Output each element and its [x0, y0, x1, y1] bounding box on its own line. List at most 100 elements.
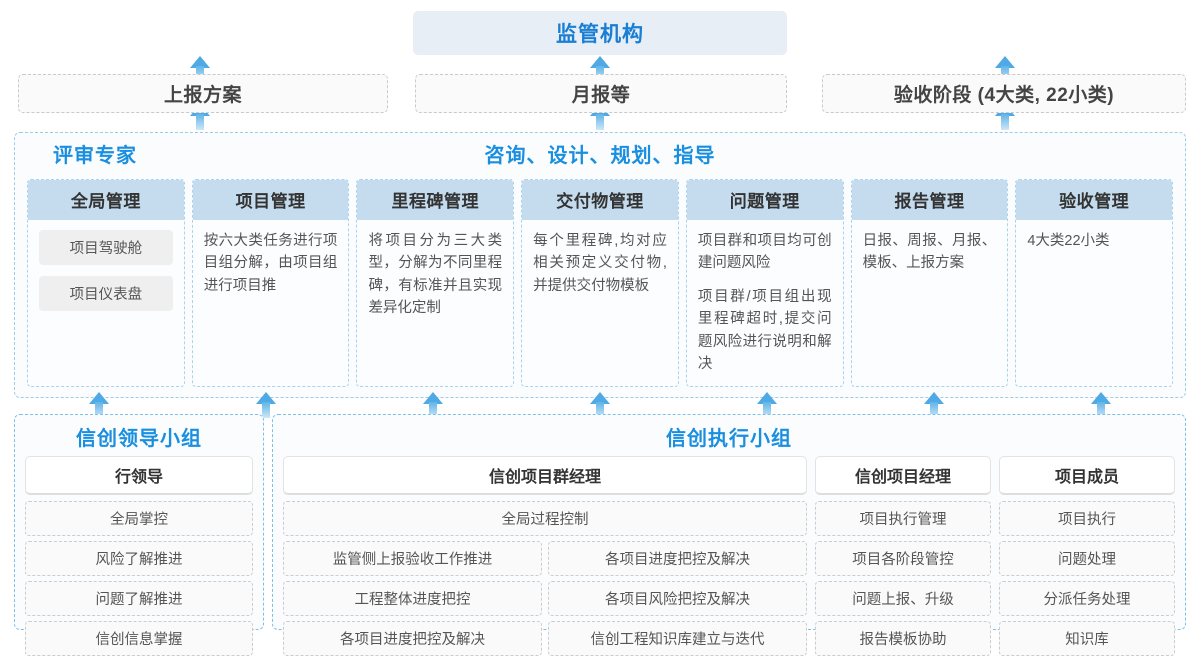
task-item[interactable]: 知识库 — [999, 621, 1175, 656]
column-header: 报告管理 — [851, 180, 1008, 220]
pill-item[interactable]: 项目驾驶舱 — [39, 230, 173, 265]
column-milestone-management[interactable]: 里程碑管理 将项目分为三大类型，分解为不同里程碑，有标准并且实现差异化定制 — [356, 179, 515, 387]
group-title-execution: 信创执行小组 — [666, 428, 792, 450]
task-item[interactable]: 问题处理 — [999, 541, 1175, 576]
arrow-head-icon — [995, 56, 1015, 68]
column-header: 交付物管理 — [522, 180, 678, 220]
deliverable-label: 上报方案 — [163, 85, 242, 106]
arrow-head-icon — [423, 392, 443, 404]
group-title-leading: 信创领导小组 — [76, 428, 202, 450]
band-title-review-experts: 评审专家 — [53, 145, 137, 167]
regulator-box: 监管机构 — [413, 11, 787, 55]
arrow-head-icon — [757, 392, 777, 404]
task-item[interactable]: 问题了解推进 — [25, 581, 253, 616]
arrow-head-icon — [256, 392, 276, 404]
column-project-management[interactable]: 项目管理 按六大类任务进行项目组分解，由项目组进行项目推 — [191, 179, 350, 387]
role-header-bank-leader[interactable]: 行领导 — [25, 456, 253, 495]
column-header: 问题管理 — [686, 180, 843, 220]
arrow-up-col-4 — [590, 392, 610, 418]
column-body: 按六大类任务进行项目组分解，由项目组进行项目推 — [193, 220, 349, 386]
task-item[interactable]: 各项目进度把控及解决 — [283, 621, 542, 656]
role-header-project-manager[interactable]: 信创项目经理 — [815, 456, 991, 495]
arrow-shaft — [596, 114, 604, 130]
deliverable-label: 月报等 — [571, 85, 631, 106]
band-title-consulting: 咨询、设计、规划、指导 — [484, 145, 716, 167]
arrow-shaft — [429, 402, 437, 418]
arrow-shaft — [95, 402, 103, 418]
column-deliverable-management[interactable]: 交付物管理 每个里程碑,均对应相关预定义交付物,并提供交付物模板 — [521, 179, 679, 387]
arrow-up-col-5 — [757, 392, 777, 418]
band-title-row: 评审专家 咨询、设计、规划、指导 — [15, 139, 1185, 173]
task-column-left: 监管侧上报验收工作推进 工程整体进度把控 各项目进度把控及解决 — [283, 541, 542, 661]
arrow-up-col-1 — [89, 392, 109, 418]
task-item[interactable]: 工程整体进度把控 — [283, 581, 542, 616]
pill-item[interactable]: 项目仪表盘 — [39, 276, 173, 311]
column-paragraph: 4大类22小类 — [1027, 233, 1110, 249]
management-band: 评审专家 咨询、设计、规划、指导 全局管理 项目驾驶舱 项目仪表盘 项目管理 按… — [14, 132, 1186, 398]
management-columns: 全局管理 项目驾驶舱 项目仪表盘 项目管理 按六大类任务进行项目组分解，由项目组… — [27, 179, 1174, 387]
regulator-label: 监管机构 — [556, 23, 644, 46]
arrow-head-icon — [590, 392, 610, 404]
task-column-right: 各项目进度把控及解决 各项目风险把控及解决 信创工程知识库建立与迭代 — [548, 541, 807, 661]
arrow-up-col-6 — [924, 392, 944, 418]
column-acceptance-management[interactable]: 验收管理 4大类22小类 — [1015, 179, 1174, 387]
task-item[interactable]: 信创工程知识库建立与迭代 — [548, 621, 807, 656]
column-header: 验收管理 — [1016, 180, 1173, 220]
arrow-head-icon — [89, 392, 109, 404]
column-global-management[interactable]: 全局管理 项目驾驶舱 项目仪表盘 — [27, 179, 185, 387]
column-header: 项目管理 — [192, 180, 349, 220]
role-header-project-member[interactable]: 项目成员 — [999, 456, 1175, 495]
task-item[interactable]: 风险了解推进 — [25, 541, 253, 576]
deliverable-label: 验收阶段 (4大类, 22小类) — [893, 85, 1115, 106]
task-item[interactable]: 监管侧上报验收工作推进 — [283, 541, 542, 576]
column-paragraph: 项目群/项目组出现里程碑超时,提交问题风险进行说明和解决 — [697, 288, 832, 373]
role-block-program-manager: 信创项目群经理 全局过程控制 监管侧上报验收工作推进 工程整体进度把控 各项目进… — [283, 456, 807, 661]
task-item[interactable]: 项目执行管理 — [815, 501, 991, 536]
arrow-up-col-7 — [1091, 392, 1111, 418]
column-body: 项目群和项目均可创建问题风险 项目群/项目组出现里程碑超时,提交问题风险进行说明… — [687, 220, 843, 386]
task-item[interactable]: 各项目进度把控及解决 — [548, 541, 807, 576]
task-two-columns: 监管侧上报验收工作推进 工程整体进度把控 各项目进度把控及解决 各项目进度把控及… — [283, 541, 807, 661]
column-paragraph: 每个里程碑,均对应相关预定义交付物,并提供交付物模板 — [533, 233, 667, 294]
role-block-project-manager: 信创项目经理 项目执行管理 项目各阶段管控 问题上报、升级 报告模板协助 — [815, 456, 991, 661]
task-item[interactable]: 问题上报、升级 — [815, 581, 991, 616]
arrow-head-icon — [190, 56, 210, 68]
column-body: 将项目分为三大类型，分解为不同里程碑，有标准并且实现差异化定制 — [357, 220, 513, 386]
task-item[interactable]: 信创信息掌握 — [25, 621, 253, 656]
arrow-shaft — [262, 402, 270, 418]
column-body: 日报、周报、月报、模板、上报方案 — [852, 220, 1008, 386]
column-paragraph: 按六大类任务进行项目组分解，由项目组进行项目推 — [203, 233, 338, 294]
deliverable-box-report-plan: 上报方案 — [18, 74, 388, 113]
arrow-head-icon — [590, 56, 610, 68]
column-body: 4大类22小类 — [1016, 220, 1172, 386]
column-report-management[interactable]: 报告管理 日报、周报、月报、模板、上报方案 — [850, 179, 1009, 387]
group-leading: 信创领导小组 行领导 全局掌控 风险了解推进 问题了解推进 信创信息掌握 — [14, 414, 264, 656]
task-item[interactable]: 分派任务处理 — [999, 581, 1175, 616]
deliverable-box-monthly-report: 月报等 — [415, 74, 787, 113]
column-issue-management[interactable]: 问题管理 项目群和项目均可创建问题风险 项目群/项目组出现里程碑超时,提交问题风… — [685, 179, 844, 387]
arrow-head-icon — [924, 392, 944, 404]
column-header: 全局管理 — [28, 180, 184, 220]
arrow-up-col-2 — [256, 392, 276, 418]
task-item[interactable]: 全局掌控 — [25, 501, 253, 536]
arrow-shaft — [1001, 114, 1009, 130]
task-item-full[interactable]: 全局过程控制 — [283, 501, 807, 536]
arrow-shaft — [596, 402, 604, 418]
column-header: 里程碑管理 — [357, 180, 514, 220]
arrow-up-col-3 — [423, 392, 443, 418]
arrow-shaft — [763, 402, 771, 418]
group-execution: 信创执行小组 信创项目群经理 全局过程控制 监管侧上报验收工作推进 工程整体进度… — [272, 414, 1186, 656]
role-header-program-manager[interactable]: 信创项目群经理 — [283, 456, 807, 495]
arrow-shaft — [930, 402, 938, 418]
column-paragraph: 项目群和项目均可创建问题风险 — [697, 233, 832, 272]
role-block-project-member: 项目成员 项目执行 问题处理 分派任务处理 知识库 — [999, 456, 1175, 661]
column-body: 项目驾驶舱 项目仪表盘 — [28, 220, 184, 386]
task-item[interactable]: 项目各阶段管控 — [815, 541, 991, 576]
task-item[interactable]: 报告模板协助 — [815, 621, 991, 656]
arrow-head-icon — [1091, 392, 1111, 404]
task-item[interactable]: 项目执行 — [999, 501, 1175, 536]
task-item[interactable]: 各项目风险把控及解决 — [548, 581, 807, 616]
column-body: 每个里程碑,均对应相关预定义交付物,并提供交付物模板 — [522, 220, 678, 386]
arrow-shaft — [196, 114, 204, 130]
